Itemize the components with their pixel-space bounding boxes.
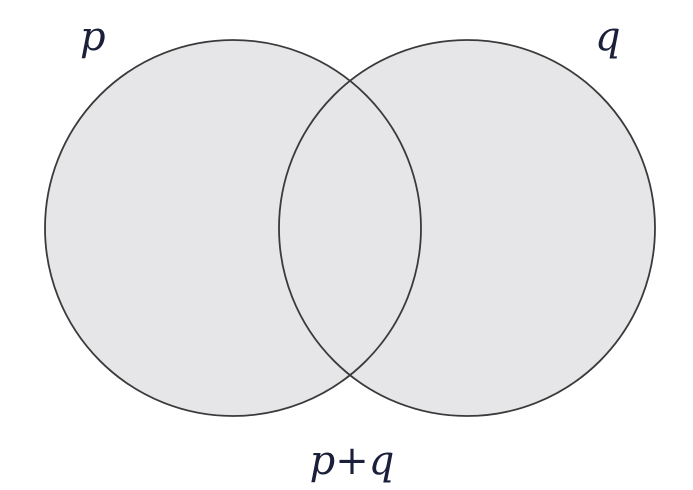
- label-p: p: [80, 14, 106, 60]
- label-q: q: [595, 14, 621, 60]
- circle-p: [44, 39, 422, 417]
- circle-q-fill: [279, 40, 655, 416]
- circle-q: [278, 39, 656, 417]
- label-union: p+q: [310, 438, 395, 484]
